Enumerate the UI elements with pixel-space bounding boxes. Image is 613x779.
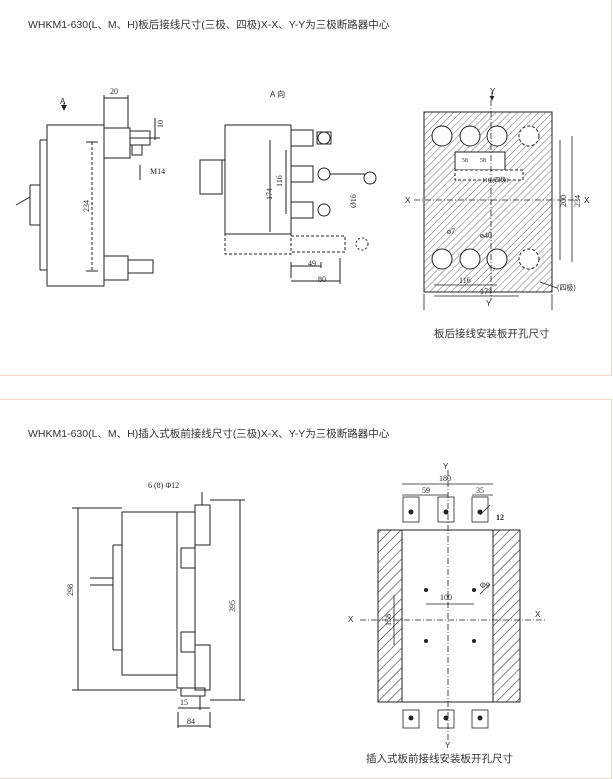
dim-200: 200	[559, 195, 568, 207]
dim-80: 80	[318, 275, 326, 284]
dim-m14: M14	[150, 167, 165, 176]
y-axis-top-bottom: Y	[443, 462, 449, 471]
dim-phi7: ø7	[447, 227, 455, 236]
dim-35: 35	[476, 486, 484, 495]
dim-12: 12	[496, 513, 504, 522]
four-pole-note: (四极)	[557, 283, 576, 292]
dim-234: 234	[82, 200, 91, 212]
dim-10: 10	[156, 120, 165, 128]
x-axis-left: X	[405, 196, 411, 205]
dim-58b: 58	[480, 158, 486, 164]
dim-phi9: Φ9	[480, 581, 490, 590]
top-caption: 板后接线安装板开孔尺寸	[434, 328, 550, 340]
dim-116b: 116	[459, 276, 471, 285]
dim-174: 174	[265, 188, 274, 200]
x-axis-right-bottom: X	[535, 610, 541, 619]
dim-234b: 234	[573, 195, 582, 207]
dim-180: 180	[439, 474, 451, 483]
front-side-view	[72, 492, 245, 728]
dim-116: 116	[275, 175, 284, 187]
y-axis-bottom: Y	[486, 299, 492, 308]
x-axis-left-bottom: X	[348, 615, 354, 624]
arrow-a-label: A	[60, 97, 66, 106]
bottom-caption: 插入式板前接线安装板开孔尺寸	[366, 753, 513, 765]
dim-phi16: Ø16	[349, 194, 358, 208]
rear-a-view	[199, 124, 377, 284]
x-axis-right: X	[584, 196, 590, 205]
dim-84: 84	[187, 717, 195, 726]
dim-158: 158	[384, 614, 393, 626]
dim-395: 395	[228, 600, 237, 612]
bottom-title: WHKM1-630(L、M、H)插入式板前接线尺寸(三极)X-X、Y-Y为三极断…	[28, 428, 390, 440]
y-axis-bottom-bottom: Y	[445, 741, 451, 750]
dim-49: 49	[308, 259, 316, 268]
front-cutout-plan	[360, 470, 545, 740]
y-axis-top: Y	[490, 87, 496, 96]
dim-100: 100	[440, 593, 452, 602]
rear-cutout-plan	[414, 92, 580, 310]
dim-20: 20	[110, 87, 118, 96]
dim-phi12: 6 (8) Φ12	[148, 481, 179, 490]
dim-116-four: 116 (四极)	[482, 176, 508, 184]
top-title: WHKM1-630(L、M、H)板后接线尺寸(三极、四极)X-X、Y-Y为三极断…	[28, 19, 390, 31]
dim-15: 15	[180, 698, 188, 707]
dim-298: 298	[66, 584, 75, 596]
dim-174b: 174	[480, 287, 492, 296]
dim-58: 58	[462, 158, 468, 164]
dim-phi40: ø40	[480, 231, 492, 240]
a-view-label: A 向	[270, 89, 285, 99]
dim-59: 59	[422, 486, 430, 495]
rear-side-view	[15, 95, 160, 287]
